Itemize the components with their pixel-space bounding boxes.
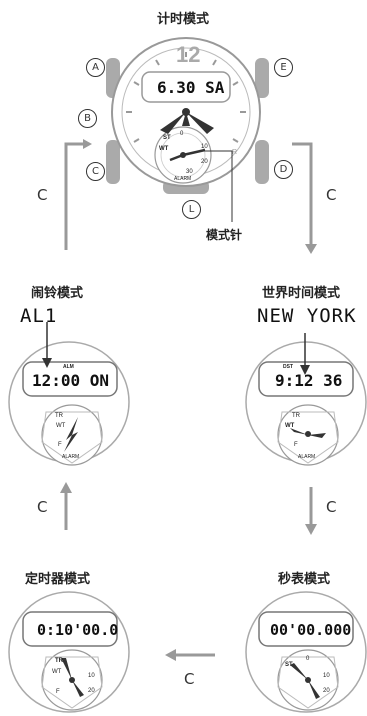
c-label-bottom: C: [184, 670, 195, 688]
dial-label-wt: WT: [159, 146, 169, 152]
alarm-dial-wt: WT: [56, 423, 66, 429]
stopwatch-display: 00'00.000: [270, 621, 352, 639]
dial-label-r: R: [232, 149, 238, 156]
timer-display: 0:10'00.0: [37, 621, 119, 639]
dial-label-alarm: ALARM: [174, 176, 192, 182]
arrow-right-down: [292, 142, 313, 245]
timer-dial-f: F: [56, 689, 60, 695]
dial-label-st: ST: [163, 135, 171, 141]
world-time-badge: DST: [283, 364, 293, 370]
c-label-mid-right: C: [326, 498, 337, 516]
button-c[interactable]: C: [86, 162, 105, 181]
stopwatch-dial-st: ST: [285, 662, 293, 668]
button-l[interactable]: L: [182, 200, 201, 219]
world-time-dial-wt: WT: [285, 423, 295, 429]
main-watch: [106, 37, 269, 222]
alarm-display: 12:00 ON: [32, 371, 110, 390]
stopwatch-watch: [245, 591, 367, 713]
timer-badge: TR: [55, 658, 63, 664]
arrow-mid-left-up: [60, 482, 72, 493]
button-a[interactable]: A: [86, 58, 105, 77]
c-label-left: C: [37, 186, 48, 204]
world-time-dial-f: F: [294, 442, 298, 448]
timer-dial-20: 20: [88, 688, 95, 694]
timer-dial-wt: WT: [52, 669, 62, 675]
stopwatch-title: 秒表模式: [278, 572, 331, 587]
alarm-dial-tr: TR: [55, 413, 63, 419]
world-time-watch: [245, 333, 367, 466]
timekeeping-title: 计时模式: [157, 12, 210, 27]
stopwatch-dial-10: 10: [323, 673, 330, 679]
alarm-label: AL1: [20, 305, 58, 327]
world-time-dial-tr: TR: [292, 413, 300, 419]
timer-watch: [8, 591, 130, 713]
dial-label-0: 0: [180, 131, 184, 137]
arrow-left-up: [64, 142, 86, 250]
alarm-dial-alarm: ALARM: [62, 454, 80, 460]
dial-label-10: 10: [201, 144, 208, 150]
button-e[interactable]: E: [274, 58, 293, 77]
world-time-display: 9:12 36: [275, 371, 343, 390]
arrow-mid-right-down: [305, 524, 317, 535]
dial-label-30: 30: [186, 169, 193, 175]
world-time-label: NEW YORK: [257, 305, 357, 327]
arrow-bottom-left: [165, 649, 176, 661]
alarm-watch: [8, 322, 130, 466]
timekeeping-display: 6.30 SA: [157, 78, 225, 97]
stopwatch-dial-0: 0: [306, 656, 310, 662]
timer-dial-10: 10: [88, 673, 95, 679]
c-label-mid-left: C: [37, 498, 48, 516]
alarm-title: 闹铃模式: [31, 286, 84, 301]
button-b[interactable]: B: [78, 109, 97, 128]
alarm-badge: ALM: [63, 364, 74, 370]
world-time-title: 世界时间模式: [262, 286, 341, 301]
dial-label-20: 20: [201, 159, 208, 165]
mode-hand-label: 模式针: [206, 228, 243, 242]
alarm-dial-f: F: [58, 442, 62, 448]
stopwatch-dial-20: 20: [323, 688, 330, 694]
timer-title: 定时器模式: [25, 572, 91, 587]
world-time-dial-alarm: ALARM: [298, 454, 316, 460]
c-label-right: C: [326, 186, 337, 204]
button-d[interactable]: D: [274, 160, 293, 179]
hour-marker: 12: [176, 42, 201, 67]
